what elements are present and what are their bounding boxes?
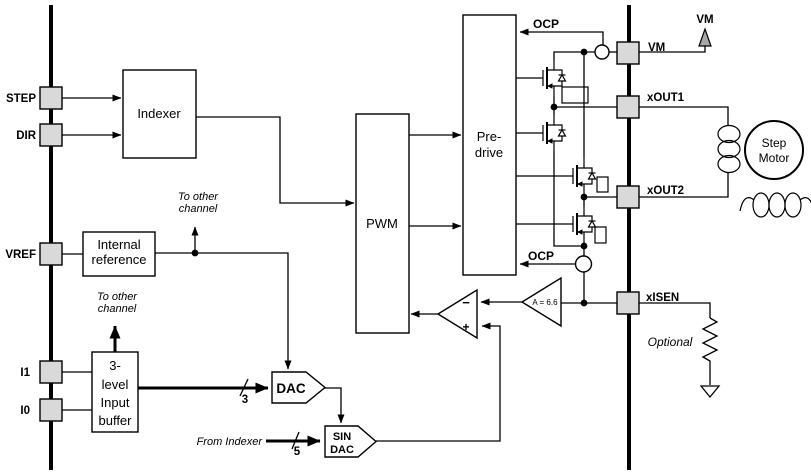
vm-supply: VM (639, 14, 714, 53)
junction-dot-vref (191, 249, 199, 257)
mosfet-low-side-2 (572, 205, 597, 243)
motor-winding-horizontal-icon (739, 192, 811, 218)
predrive-label-2: drive (475, 145, 503, 160)
pin-xisen-label: xISEN (646, 292, 679, 304)
indexer-label: Indexer (137, 106, 181, 121)
pin-xout2-label: xOUT2 (647, 185, 684, 197)
input-buffer-block: 3- level Input buffer (91, 351, 139, 433)
indexer-block: Indexer (122, 69, 197, 159)
junction-dot (580, 299, 588, 307)
motor-load: Step Motor (639, 106, 811, 218)
optional-label: Optional (648, 335, 693, 349)
wire-xout1-to-coil (639, 106, 729, 126)
comparator: − + (436, 288, 478, 340)
wire-xisen-to-resistor (639, 302, 711, 318)
mosfet-low-side-1 (542, 114, 567, 152)
comparator-minus-input: − (462, 295, 470, 310)
sin-dac-block: SIN DAC (324, 425, 378, 458)
motor-winding-vertical-icon (717, 124, 741, 174)
internal-reference-label-2: reference (92, 252, 147, 267)
vm-supply-label: VM (696, 14, 713, 26)
vm-supply-arrow-icon (698, 27, 712, 47)
wire-coil-to-xout2 (639, 172, 729, 198)
dac-label: DAC (276, 381, 305, 396)
pin-vref (39, 242, 63, 266)
internal-reference-label-1: Internal (97, 237, 140, 252)
bridge-detail-box-3 (594, 226, 607, 244)
signal-wires (62, 28, 617, 450)
ocp-bottom-label: OCP (528, 249, 554, 263)
bus-width-5-label: 5 (294, 446, 301, 458)
pin-dir-label: DIR (16, 130, 37, 142)
step-motor-label-2: Motor (759, 151, 790, 165)
pin-vref-label: VREF (5, 249, 36, 261)
to-other-channel-top-label-2: channel (179, 203, 218, 215)
sin-dac-label-1: SIN (333, 431, 351, 443)
step-motor-circle (744, 120, 804, 180)
pin-vm (616, 41, 640, 65)
input-buffer-label-1: 3- (109, 358, 121, 373)
pin-i1-label: I1 (20, 367, 30, 379)
sense-amplifier: A = 6.6 (520, 276, 562, 328)
wire-ocp-top (519, 28, 604, 45)
sense-resistor-icon (701, 317, 719, 385)
current-sensor-top (594, 44, 610, 60)
pin-xisen (616, 291, 640, 315)
bus-width-3-label: 3 (242, 394, 248, 406)
pwm-label: PWM (366, 216, 398, 231)
sin-dac-label-2: DAC (330, 444, 354, 456)
from-indexer-label: From Indexer (197, 436, 264, 448)
pin-dir (39, 123, 63, 147)
bridge-detail-box-2 (596, 176, 609, 193)
to-other-channel-bottom-label-2: channel (98, 303, 137, 315)
pin-i0 (39, 398, 63, 422)
junction-dot (550, 103, 558, 111)
sense-amp-gain-label: A = 6.6 (532, 298, 558, 307)
wire-sindac-to-comparator-plus (376, 322, 501, 442)
comparator-plus-input: + (462, 320, 469, 334)
internal-reference-block: Internal reference (82, 231, 156, 277)
input-buffer-label-4: buffer (98, 413, 132, 428)
junction-dot (580, 242, 588, 250)
input-buffer-label-2: level (102, 377, 129, 392)
wire-dac-to-sindac (324, 387, 345, 424)
wire-ls1-source-to-sense (553, 151, 584, 247)
h-bridge (516, 44, 617, 307)
pwm-block: PWM (355, 113, 410, 334)
bridge-detail-box-1 (561, 86, 589, 104)
to-other-channel-top-label-1: To other (178, 191, 219, 203)
left-pins: STEP DIR VREF I1 I0 (5, 86, 63, 422)
to-other-channel-bottom-label-1: To other (97, 291, 138, 303)
step-motor-label-1: Step (762, 136, 787, 150)
pin-xout2 (616, 185, 640, 209)
pin-xout1 (616, 95, 640, 119)
pin-i0-label: I0 (20, 405, 30, 417)
predrive-block: Pre- drive (462, 14, 517, 276)
bus-width-slash-5 (291, 431, 300, 450)
wire-reference-to-dac (155, 252, 292, 370)
pin-vm-label: VM (648, 42, 665, 54)
isen-external: Optional (639, 302, 721, 399)
ground-icon (699, 385, 721, 399)
input-buffer-label-3: Input (101, 395, 130, 410)
wire-indexer-to-pwm (196, 116, 355, 207)
junction-dot (580, 193, 588, 201)
predrive-label-1: Pre- (477, 129, 502, 144)
pin-step-label: STEP (6, 93, 36, 105)
dac-block: DAC (271, 371, 327, 404)
junction-dot (580, 48, 588, 56)
pin-step (39, 86, 63, 110)
mosfet-high-side-2 (572, 157, 597, 195)
pin-i1 (39, 360, 63, 384)
bus-width-slash-3 (239, 378, 249, 397)
current-sensor-bottom (574, 255, 593, 273)
wire-vm-supply (639, 46, 706, 53)
ocp-top-label: OCP (533, 17, 559, 31)
pin-xout1-label: xOUT1 (647, 92, 685, 104)
wire-vm-node-to-hs1 (553, 51, 595, 60)
